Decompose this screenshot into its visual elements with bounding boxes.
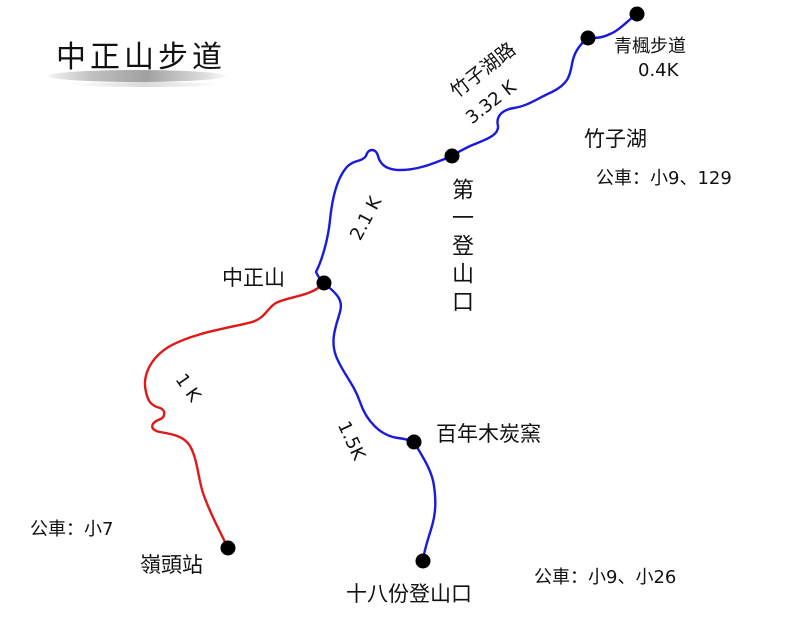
label-zhuzihu: 竹子湖 — [584, 127, 647, 151]
map-title: 中正山步道 — [56, 40, 226, 75]
bus-info-zhuzihu: 公車：小9、129 — [596, 168, 732, 189]
bus-info-shibafen: 公車：小9、小26 — [534, 567, 677, 588]
node-qingfeng-end — [629, 6, 645, 22]
node-lingtou — [220, 540, 236, 556]
label-zhongzhengshan: 中正山 — [222, 266, 285, 290]
title-brush-underline-shadow — [70, 82, 220, 87]
title-brush-underline — [48, 70, 226, 82]
label-trailhead-1: 第一登山口 — [448, 178, 473, 318]
node-qingfeng-start — [580, 30, 596, 46]
label-lingtou: 嶺頭站 — [140, 553, 203, 577]
label-kiln: 百年木炭窯 — [436, 422, 541, 446]
node-shibafen — [415, 553, 431, 569]
route-kiln-to-shibafen — [412, 440, 437, 563]
label-shibafen: 十八份登山口 — [346, 582, 472, 606]
route-zhuzihu-road — [450, 36, 590, 158]
distance-qingfeng: 0.4K — [638, 60, 679, 81]
label-qingfeng: 青楓步道 — [614, 36, 686, 57]
node-kiln — [406, 434, 422, 450]
route-red-segment — [143, 281, 326, 550]
node-trailhead-1 — [444, 148, 460, 164]
route-lower-segment — [322, 281, 416, 444]
node-zhongzhengshan — [316, 275, 332, 291]
route-upper-segment — [314, 148, 454, 285]
bus-info-lingtou: 公車：小7 — [30, 519, 114, 540]
